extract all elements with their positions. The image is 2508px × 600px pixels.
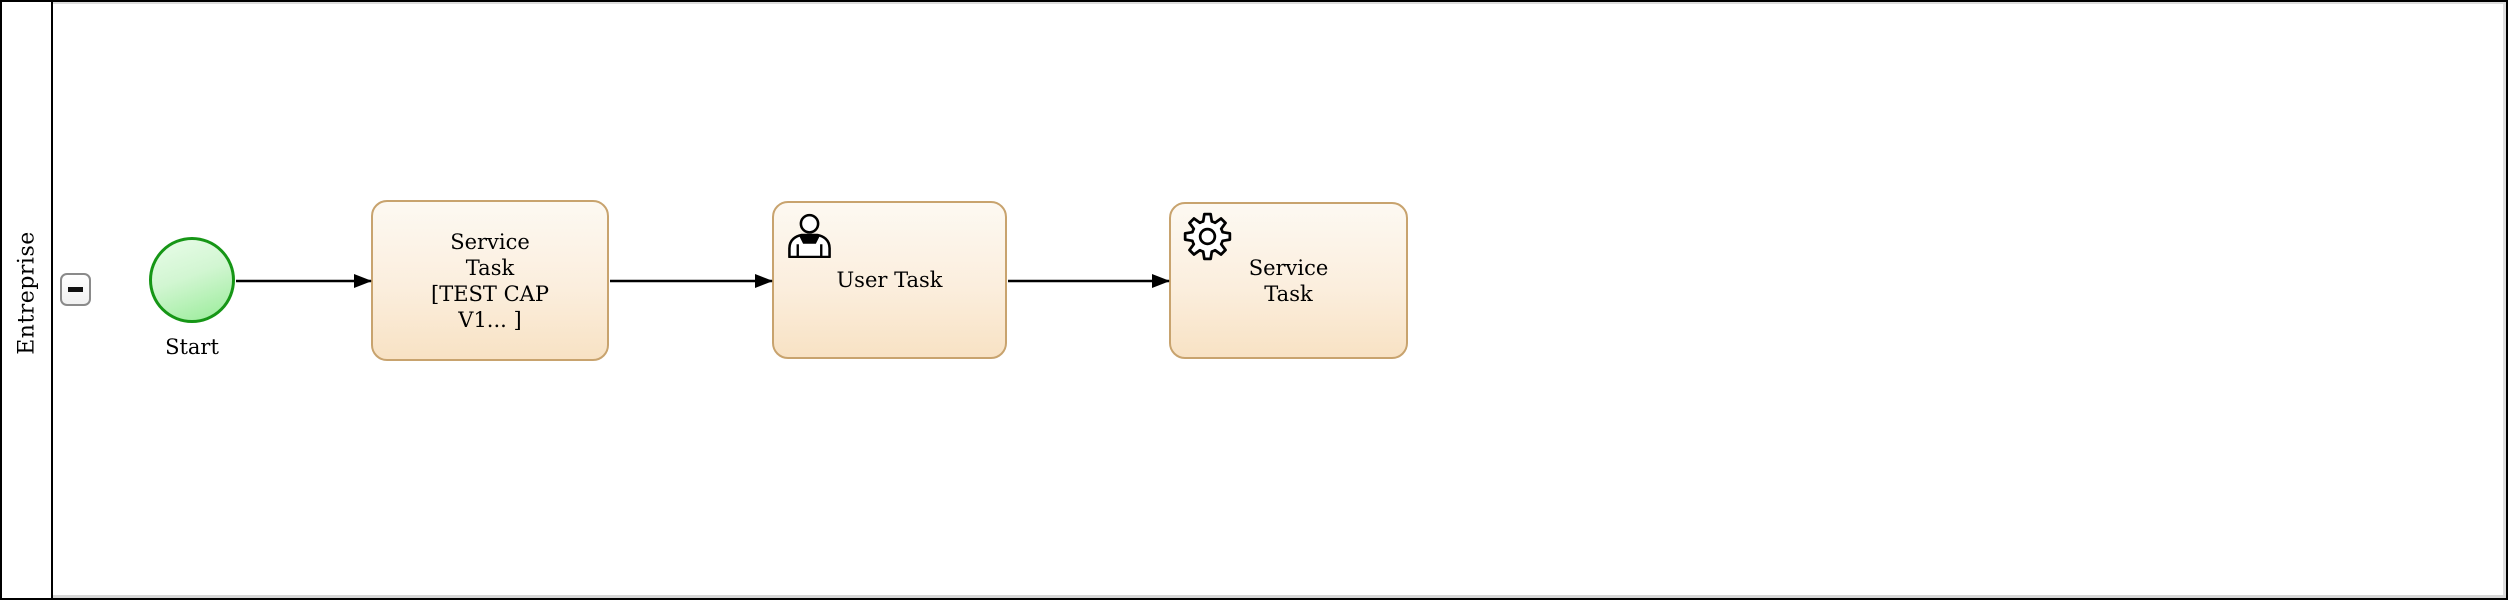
start-event-label: Start	[165, 335, 219, 359]
minus-icon	[68, 287, 83, 292]
gear-icon	[1183, 212, 1232, 261]
task-label: Service Task	[1249, 255, 1329, 307]
task-label: User Task	[836, 267, 942, 293]
task-label-line: User Task	[836, 268, 943, 292]
lane-collapse-button[interactable]	[60, 273, 91, 306]
start-event[interactable]	[149, 237, 235, 323]
task-service-2[interactable]: Service Task	[1169, 202, 1408, 359]
task-label: Service Task [TEST CAP V1... ]	[431, 229, 549, 333]
task-label-line: Service	[1248, 255, 1329, 280]
task-user[interactable]: User Task	[772, 201, 1007, 359]
lane-divider	[51, 0, 53, 600]
task-label-line: [TEST CAP	[431, 281, 549, 306]
task-label-line: Task	[1264, 281, 1313, 306]
task-label-line: Task	[465, 255, 515, 280]
task-label-line: Service	[450, 229, 530, 254]
task-service-1[interactable]: Service Task [TEST CAP V1... ]	[371, 200, 609, 361]
task-label-line: V1... ]	[458, 307, 522, 332]
user-icon	[788, 213, 831, 258]
